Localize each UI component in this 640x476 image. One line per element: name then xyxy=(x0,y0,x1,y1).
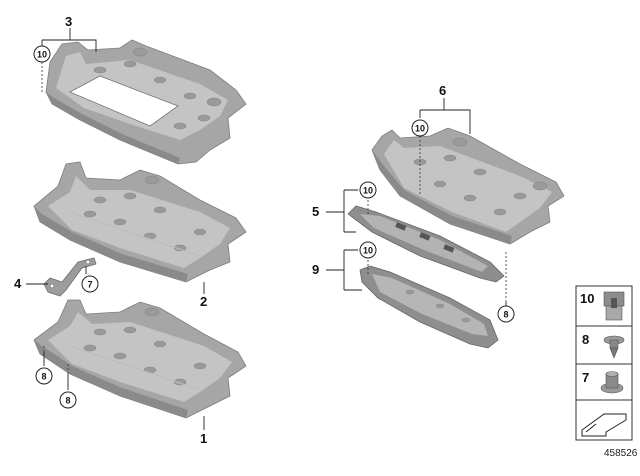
callout-10-circle xyxy=(359,241,377,259)
callout-10: 10 xyxy=(363,186,373,196)
callout-8-circle xyxy=(59,391,77,409)
callout-7-circle xyxy=(81,275,99,293)
callout-8: 8 xyxy=(65,396,70,406)
callout-10: 10 xyxy=(363,246,373,256)
underbody-panel-1[interactable] xyxy=(33,299,247,419)
callout-3: 3 xyxy=(65,14,72,29)
callout-5: 5 xyxy=(312,204,319,219)
callout-10-circle xyxy=(33,45,51,63)
bracket-4[interactable] xyxy=(43,257,97,297)
fastener-legend: 10 8 7 xyxy=(575,285,633,441)
underbody-panel-2[interactable] xyxy=(33,161,247,283)
callout-8: 8 xyxy=(503,310,508,320)
callout-1: 1 xyxy=(200,431,207,446)
callout-8-circle xyxy=(35,367,53,385)
legend-label-7: 7 xyxy=(582,370,589,385)
callout-9: 9 xyxy=(312,262,319,277)
callout-10-circle xyxy=(411,119,429,137)
reinforcement-strip-5[interactable] xyxy=(347,205,505,283)
callout-8: 8 xyxy=(41,372,46,382)
callout-8-circle xyxy=(497,305,515,323)
reinforcement-strip-9[interactable] xyxy=(359,265,499,349)
callout-10: 10 xyxy=(415,124,425,134)
leader-lines xyxy=(26,28,507,430)
spring-nut-icon xyxy=(603,291,625,321)
plastic-nut-icon xyxy=(600,371,624,394)
callout-4: 4 xyxy=(14,276,22,291)
vehicle-front-arrow-icon xyxy=(581,413,627,437)
legend-label-10: 10 xyxy=(580,291,594,306)
expanding-rivet-icon xyxy=(603,335,625,359)
callout-6: 6 xyxy=(439,83,446,98)
legend-box-8 xyxy=(575,325,633,365)
callout-10-circle xyxy=(359,181,377,199)
callouts: 3 10 2 4 7 8 8 1 6 10 5 10 9 10 8 xyxy=(14,14,515,446)
document-id: 458526 xyxy=(604,448,638,459)
callout-10: 10 xyxy=(37,50,47,60)
callout-7: 7 xyxy=(87,280,92,290)
legend-label-8: 8 xyxy=(582,332,589,347)
underbody-panel-3[interactable] xyxy=(45,39,247,165)
callout-2: 2 xyxy=(200,294,207,309)
legend-box-7 xyxy=(575,363,633,401)
